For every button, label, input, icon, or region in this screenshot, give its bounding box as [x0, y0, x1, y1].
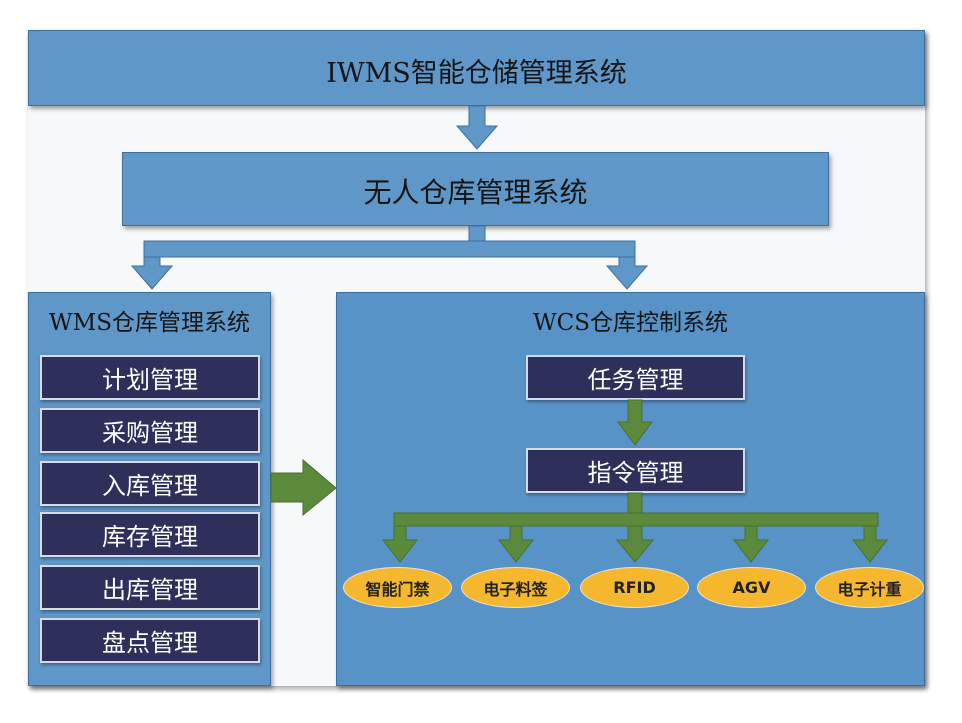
unmanned-warehouse-title: 无人仓库管理系统 — [363, 176, 588, 209]
unmanned-warehouse-band: 无人仓库管理系统 — [122, 152, 829, 226]
arrow-to-device-5 — [851, 525, 889, 563]
arrow-to-wms — [130, 256, 174, 290]
wms-title: WMS仓库管理系统 — [49, 310, 250, 336]
wms-module-inbound: 入库管理 — [40, 461, 260, 506]
arrow-to-device-3 — [615, 525, 655, 563]
wms-module-stocktake: 盘点管理 — [40, 618, 260, 663]
arrow-iwms-to-unmanned — [455, 105, 499, 150]
arrow-to-device-2 — [497, 525, 535, 563]
connector-split-bar — [143, 240, 636, 258]
wcs-command-management: 指令管理 — [526, 448, 745, 493]
wms-module-purchase: 采购管理 — [40, 408, 260, 453]
arrow-to-device-4 — [732, 525, 770, 563]
wms-module-outbound: 出库管理 — [40, 565, 260, 610]
device-smart-access: 智能门禁 — [343, 567, 452, 608]
connector-command-stem — [627, 492, 643, 516]
arrow-to-wcs — [605, 256, 649, 290]
wms-module-inventory: 库存管理 — [40, 512, 260, 557]
arrow-to-device-1 — [381, 525, 419, 563]
device-rfid: RFID — [580, 567, 689, 608]
wcs-task-management: 任务管理 — [526, 355, 745, 400]
wcs-title: WCS仓库控制系统 — [533, 310, 728, 336]
connector-device-bar — [393, 512, 879, 527]
device-electronic-weighing: 电子计重 — [815, 567, 924, 608]
arrow-task-to-command — [617, 399, 653, 446]
device-agv: AGV — [697, 567, 806, 608]
arrow-wms-to-wcs — [270, 458, 337, 517]
device-electronic-tag: 电子料签 — [461, 567, 570, 608]
wms-module-plan: 计划管理 — [40, 355, 260, 400]
iwms-band: IWMS智能仓储管理系统 — [28, 30, 925, 106]
iwms-title: IWMS智能仓储管理系统 — [326, 58, 627, 89]
